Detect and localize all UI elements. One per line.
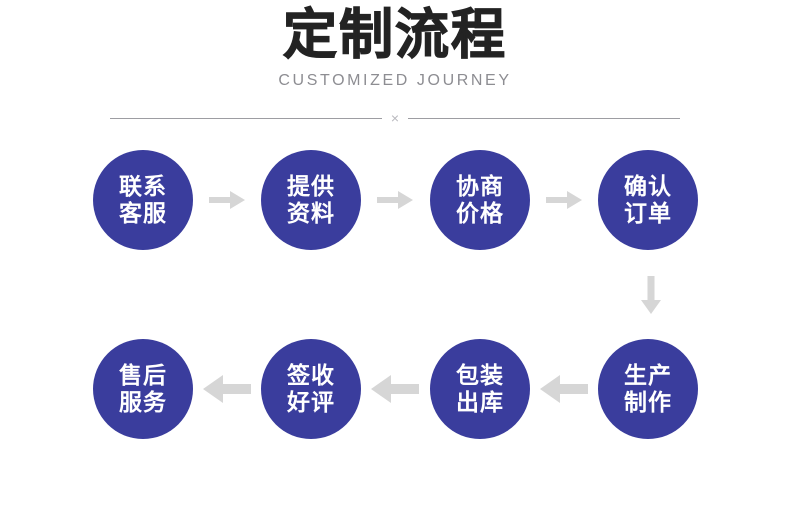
- header: 定制流程 CUSTOMIZED JOURNEY: [0, 0, 790, 91]
- divider-line-left: [110, 117, 382, 119]
- flow-node-label-line2: 订单: [624, 200, 672, 226]
- flow-node-label-line2: 资料: [287, 200, 335, 226]
- flow-node-provide-materials[interactable]: 提供 资料: [261, 150, 361, 250]
- flow-node-label-line1: 联系: [119, 173, 167, 199]
- arrow-down-icon: [639, 276, 663, 314]
- arrow-right-icon: [546, 189, 582, 211]
- flow-node-confirm-order[interactable]: 确认 订单: [598, 150, 698, 250]
- flow-node-receive-review[interactable]: 签收 好评: [261, 339, 361, 439]
- arrow-right-icon: [377, 189, 413, 211]
- flow-node-negotiate-price[interactable]: 协商 价格: [430, 150, 530, 250]
- arrow-right-icon: [209, 189, 245, 211]
- title-divider: ×: [110, 109, 680, 127]
- flow-node-packing-shipping[interactable]: 包装 出库: [430, 339, 530, 439]
- flow-node-label-line1: 包装: [456, 362, 504, 388]
- page-title: 定制流程: [282, 4, 507, 65]
- flow-node-label-line1: 售后: [119, 362, 167, 388]
- flow-node-label-line2: 客服: [119, 200, 167, 226]
- arrow-left-icon: [203, 374, 251, 404]
- flow-node-label-line1: 确认: [624, 173, 672, 199]
- arrow-left-icon: [371, 374, 419, 404]
- divider-x-icon: ×: [390, 110, 400, 126]
- flow-node-label-line1: 协商: [456, 173, 504, 199]
- flow-node-label-line2: 价格: [456, 200, 504, 226]
- flow-node-label-line2: 服务: [119, 389, 167, 415]
- flow-node-after-sales-service[interactable]: 售后 服务: [93, 339, 193, 439]
- flow-node-label-line1: 签收: [287, 362, 335, 388]
- divider-line-right: [408, 117, 680, 119]
- flow-node-contact-service[interactable]: 联系 客服: [93, 150, 193, 250]
- flow-node-label-line2: 好评: [287, 389, 335, 415]
- flow-node-label-line2: 出库: [456, 389, 504, 415]
- arrow-left-icon: [540, 374, 588, 404]
- flow-node-production[interactable]: 生产 制作: [598, 339, 698, 439]
- flow-node-label-line2: 制作: [624, 389, 672, 415]
- flow-node-label-line1: 生产: [624, 362, 672, 388]
- flow-node-label-line1: 提供: [287, 173, 335, 199]
- page-subtitle: CUSTOMIZED JOURNEY: [278, 72, 512, 89]
